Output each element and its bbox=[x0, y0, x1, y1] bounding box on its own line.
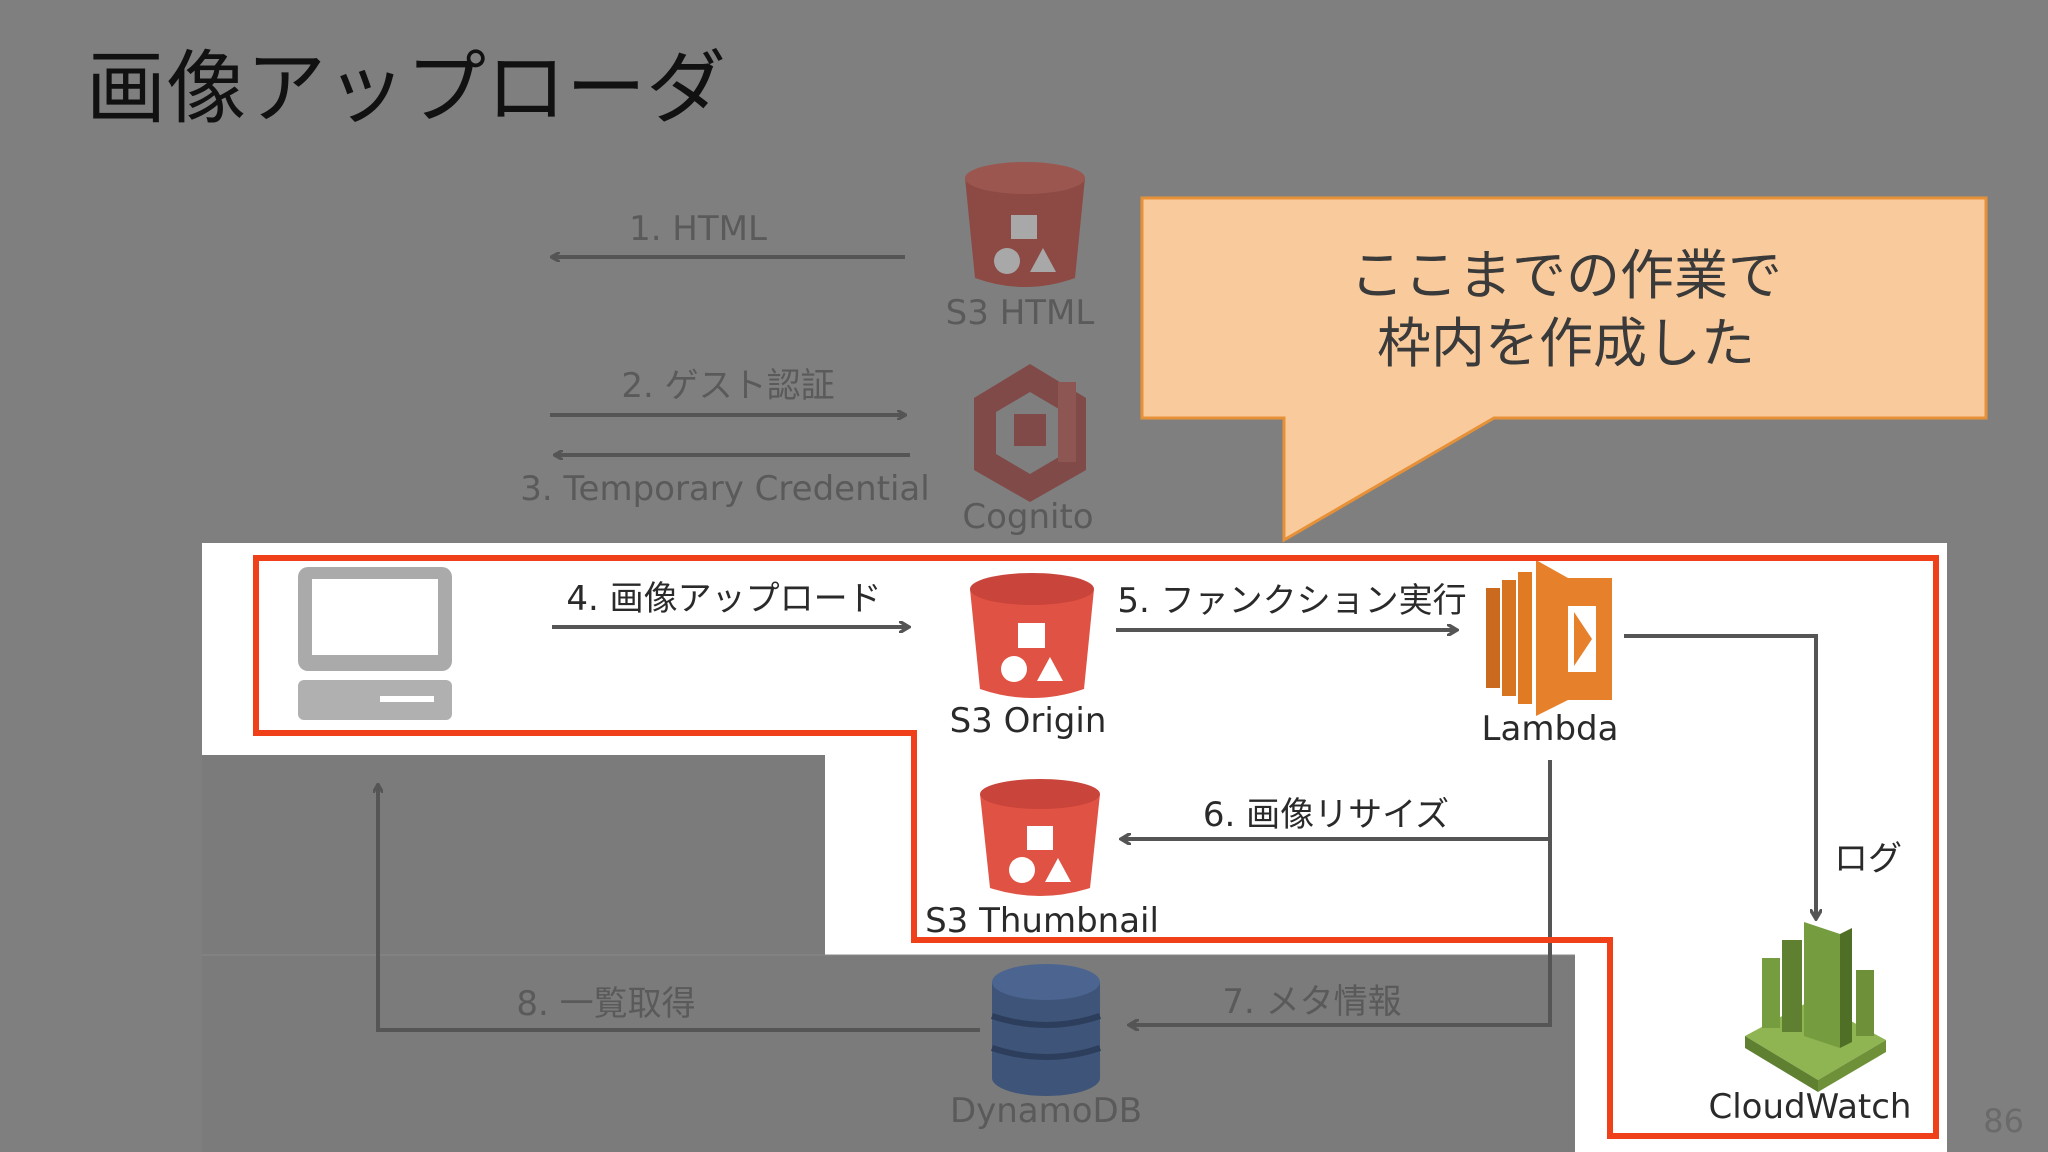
step3-label: 3. Temporary Credential bbox=[520, 469, 929, 509]
page-number: 86 bbox=[1983, 1102, 2024, 1140]
s3-bucket-icon bbox=[965, 162, 1085, 287]
step5-label: 5. ファンクション実行 bbox=[1117, 581, 1466, 621]
step7-label: 7. メタ情報 bbox=[1222, 982, 1401, 1022]
s3-thumbnail-bucket-icon bbox=[980, 779, 1100, 896]
log-label: ログ bbox=[1834, 839, 1902, 879]
computer-icon bbox=[298, 567, 452, 720]
dim-panel bbox=[202, 755, 825, 955]
arrow-log bbox=[1624, 634, 1816, 918]
arrow-meta-info bbox=[1130, 839, 1552, 1025]
step6-label: 6. 画像リサイズ bbox=[1203, 795, 1449, 835]
lambda-icon bbox=[1486, 560, 1612, 716]
cognito-icon bbox=[974, 364, 1086, 502]
s3-thumbnail-label: S3 Thumbnail bbox=[925, 901, 1159, 941]
s3-origin-bucket-icon bbox=[970, 573, 1094, 698]
step4-label: 4. 画像アップロード bbox=[566, 579, 881, 619]
callout-line-1: ここまでの作業で bbox=[1350, 244, 1782, 307]
dynamodb-label: DynamoDB bbox=[950, 1091, 1142, 1131]
cloudwatch-label: CloudWatch bbox=[1709, 1087, 1912, 1127]
lambda-label: Lambda bbox=[1482, 709, 1619, 749]
slide-title: 画像アップローダ bbox=[86, 42, 726, 135]
s3-origin-label: S3 Origin bbox=[950, 701, 1107, 741]
callout-line-2: 枠内を作成した bbox=[1377, 312, 1755, 375]
callout-bubble bbox=[1140, 196, 1988, 543]
dim-panel bbox=[202, 955, 1575, 1152]
s3-html-label: S3 HTML bbox=[946, 293, 1095, 333]
step8-label: 8. 一覧取得 bbox=[516, 984, 695, 1024]
dynamodb-icon bbox=[991, 964, 1101, 1096]
arrow-list-fetch bbox=[378, 785, 980, 1032]
step1-label: 1. HTML bbox=[629, 209, 767, 249]
step2-label: 2. ゲスト認証 bbox=[621, 366, 834, 406]
completed-scope-frame bbox=[253, 555, 1939, 1139]
cloudwatch-icon bbox=[1745, 922, 1886, 1092]
cognito-label: Cognito bbox=[962, 497, 1093, 537]
